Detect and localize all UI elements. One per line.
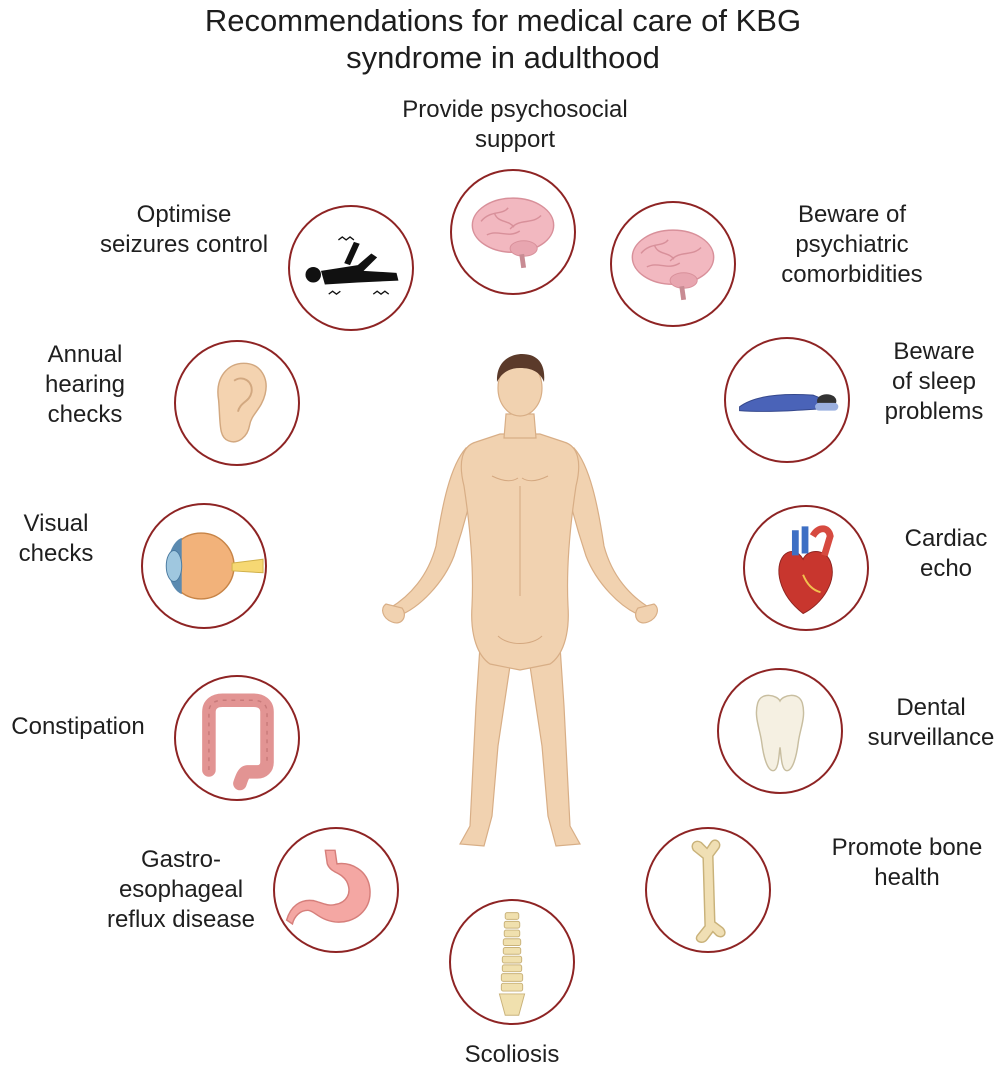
cardiac-echo-label: Cardiac echo — [890, 524, 1002, 584]
label-line: Constipation — [11, 713, 145, 740]
label-line: comorbidities — [781, 261, 923, 288]
sleeping-person-icon — [739, 394, 839, 412]
diagram-title: Recommendations for medical care of KBG … — [0, 2, 1006, 76]
reflux-disease-label: Gastro- esophageal reflux disease — [88, 845, 274, 935]
label-line: hearing — [44, 371, 126, 398]
label-line: Beware — [893, 338, 975, 365]
eye-icon — [165, 532, 264, 600]
sleep-problems-label: Beware of sleep problems — [870, 337, 998, 427]
constipation-circle — [174, 675, 300, 801]
label-line: esophageal — [118, 876, 244, 903]
bone-health-label: Promote bone health — [810, 833, 1004, 893]
scoliosis-circle — [449, 899, 575, 1025]
reflux-disease-circle — [273, 827, 399, 953]
label-line: Optimise — [136, 201, 232, 228]
label-line: Provide psychosocial — [402, 96, 628, 123]
label-line: Scoliosis — [464, 1041, 560, 1068]
psychiatric-comorbidities-circle — [610, 201, 736, 327]
label-line: surveillance — [867, 724, 995, 751]
visual-checks-circle — [141, 503, 267, 629]
constipation-label: Constipation — [0, 712, 156, 742]
spine-icon — [498, 912, 526, 1016]
visual-checks-label: Visual checks — [6, 509, 106, 569]
label-line: of sleep — [891, 368, 977, 395]
scoliosis-label: Scoliosis — [412, 1040, 612, 1070]
label-line: Dental — [896, 694, 966, 721]
label-line: Visual — [23, 510, 89, 537]
stomach-icon — [285, 849, 371, 926]
title-line-2: syndrome in adulthood — [346, 40, 660, 75]
seizure-icon — [305, 236, 399, 295]
bone-health-circle — [645, 827, 771, 953]
seizures-control-label: Optimise seizures control — [84, 200, 284, 260]
label-line: echo — [919, 555, 973, 582]
cardiac-echo-circle — [743, 505, 869, 631]
psychiatric-comorbidities-label: Beware of psychiatric comorbidities — [762, 200, 942, 290]
label-line: psychiatric — [795, 231, 909, 258]
tooth-icon — [755, 694, 805, 772]
label-line: problems — [884, 398, 984, 425]
label-line: checks — [47, 401, 123, 428]
label-line: Annual — [47, 341, 123, 368]
dental-surveillance-circle — [717, 668, 843, 794]
ear-icon — [217, 362, 267, 443]
hearing-checks-circle — [174, 340, 300, 466]
title-line-1: Recommendations for medical care of KBG — [204, 3, 802, 38]
dental-surveillance-label: Dental surveillance — [858, 693, 1004, 753]
label-line: Gastro- — [140, 846, 221, 873]
hearing-checks-label: Annual hearing checks — [30, 340, 140, 430]
heart-icon — [778, 525, 834, 615]
label-line: Promote bone — [831, 834, 983, 861]
label-line: reflux disease — [106, 906, 256, 933]
label-line: checks — [18, 540, 94, 567]
psychosocial-support-circle — [450, 169, 576, 295]
bone-icon — [691, 839, 726, 943]
brain-icon — [631, 229, 715, 301]
label-line: health — [874, 864, 940, 891]
label-line: Beware of — [797, 201, 907, 228]
seizures-control-circle — [288, 205, 414, 331]
colon-icon — [202, 693, 274, 791]
label-line: Cardiac — [904, 525, 988, 552]
brain-icon — [471, 197, 555, 269]
human-body-illustration — [382, 354, 658, 847]
sleep-problems-circle — [724, 337, 850, 463]
psychosocial-support-label: Provide psychosocial support — [370, 95, 660, 155]
label-line: seizures control — [99, 231, 269, 258]
label-line: support — [474, 126, 556, 153]
